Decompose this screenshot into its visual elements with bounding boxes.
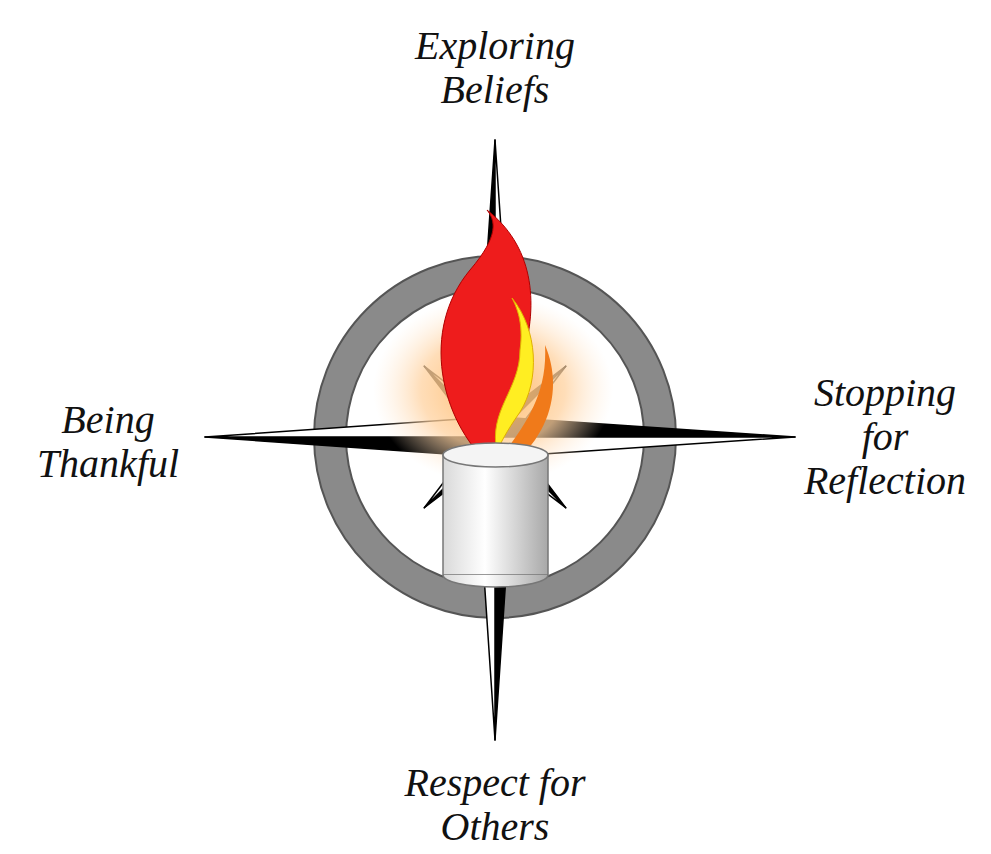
candle-bottom bbox=[443, 575, 548, 587]
yellow-flame bbox=[495, 298, 533, 452]
direction-label: Respect for Others bbox=[370, 761, 620, 849]
direction-label: Exploring Beliefs bbox=[380, 24, 610, 112]
main-points bbox=[205, 140, 795, 740]
direction-label: Being Thankful bbox=[16, 398, 201, 486]
candle-top bbox=[443, 443, 548, 467]
candle-body bbox=[443, 455, 548, 575]
red-flame bbox=[441, 210, 531, 465]
direction-label: Stopping for Reflection bbox=[793, 371, 978, 503]
